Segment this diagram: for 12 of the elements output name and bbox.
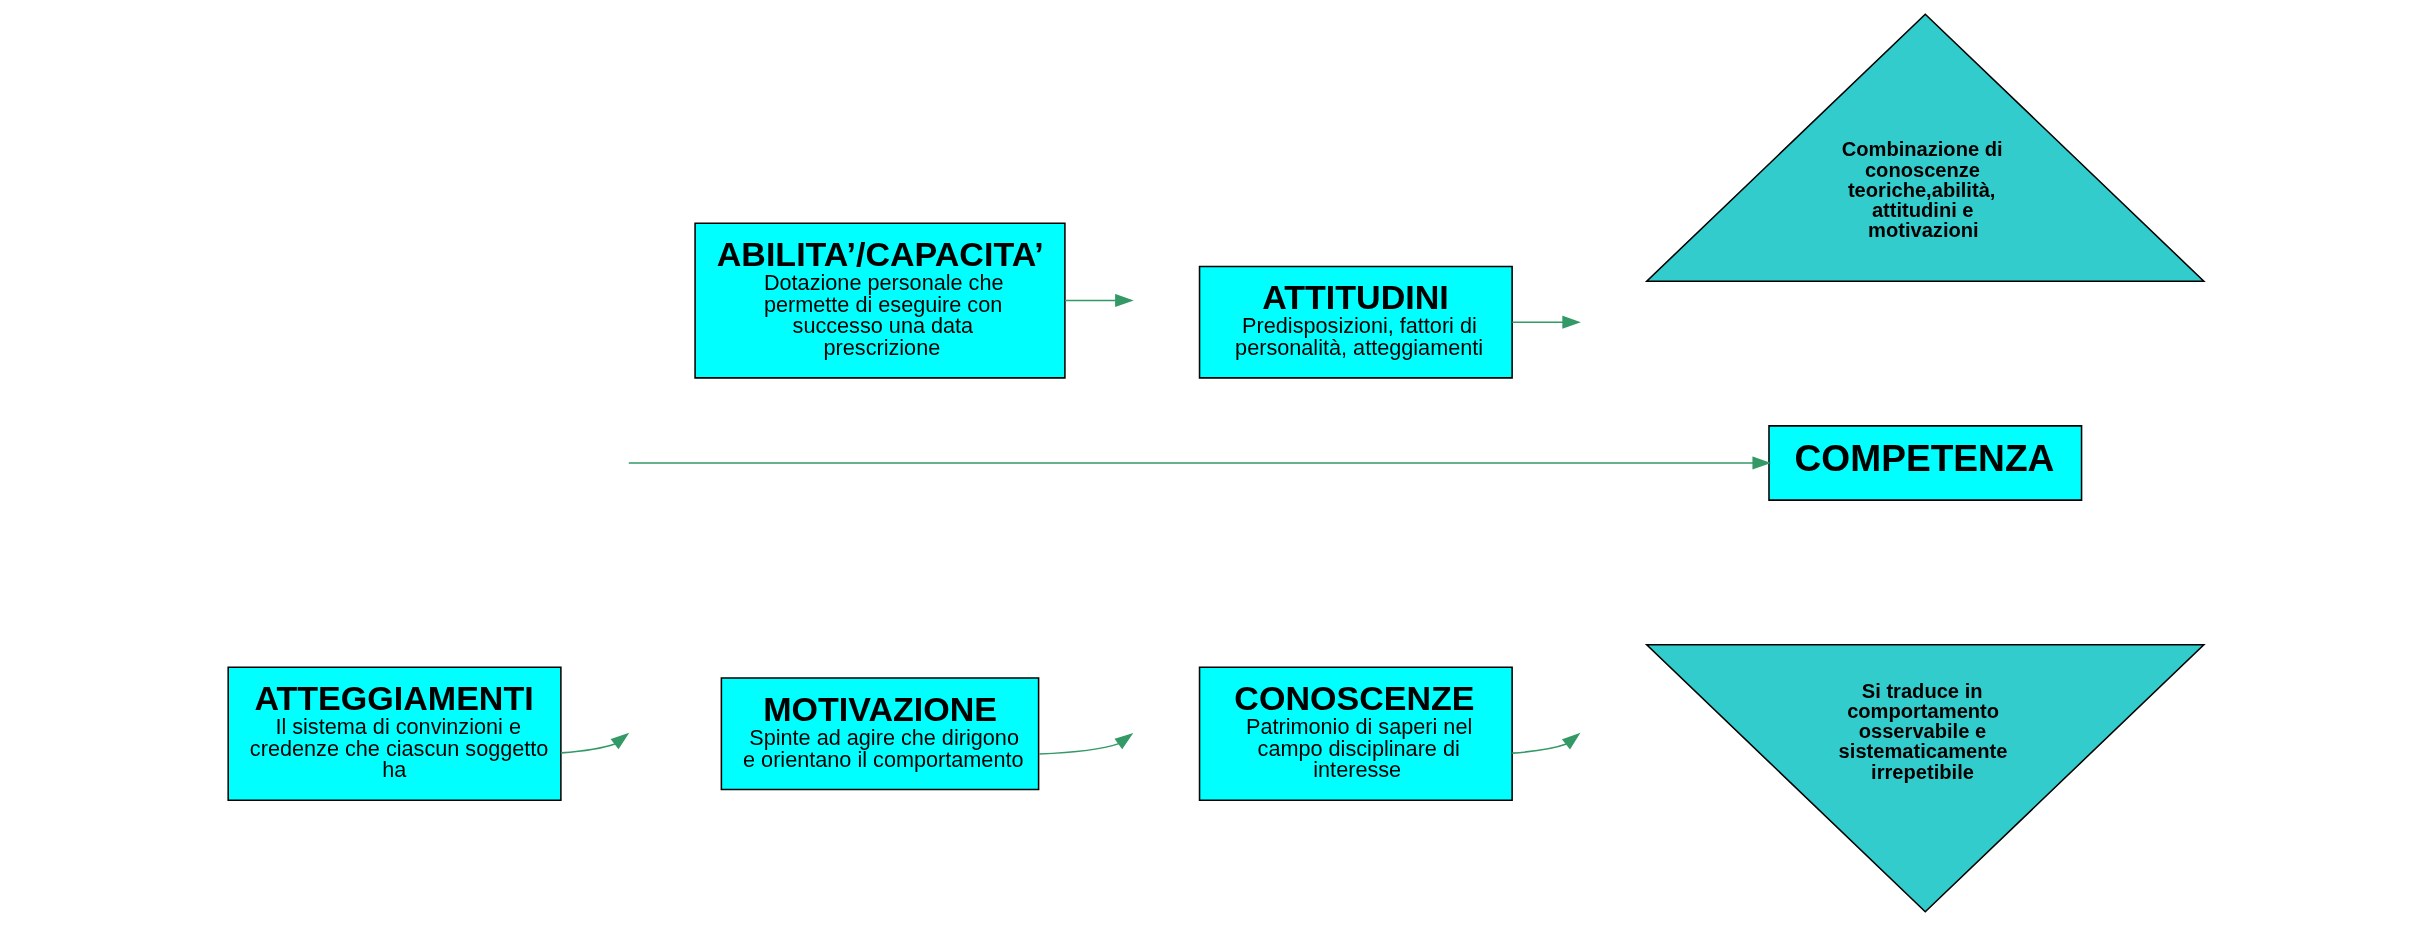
arrow (627, 456, 1771, 470)
arrow (1511, 315, 1581, 329)
node-box: ATTEGGIAMENTI Il sistema di convinzioni e credenze che ciascun soggetto ha (226, 666, 562, 802)
node-box: ATTITUDINI Predisposizioni, fattori di personalità, atteggiamenti (1198, 265, 1513, 379)
arrow (1063, 294, 1134, 308)
node-box: COMPETENZA (1767, 425, 2082, 501)
arrow (559, 732, 629, 754)
node-box: ABILITA’/CAPACITA’ Dotazione personale che permette di eseguire con successo una data prescrizione (693, 222, 1066, 379)
node-box: MOTIVAZIONE Spinte ad agire che dirigono e orientano il comportamento (720, 677, 1039, 791)
arrow (1511, 732, 1580, 754)
node-box: CONOSCENZE Patrimonio di saperi nel campo disciplinare di interesse (1198, 666, 1513, 802)
arrow (1037, 732, 1133, 755)
